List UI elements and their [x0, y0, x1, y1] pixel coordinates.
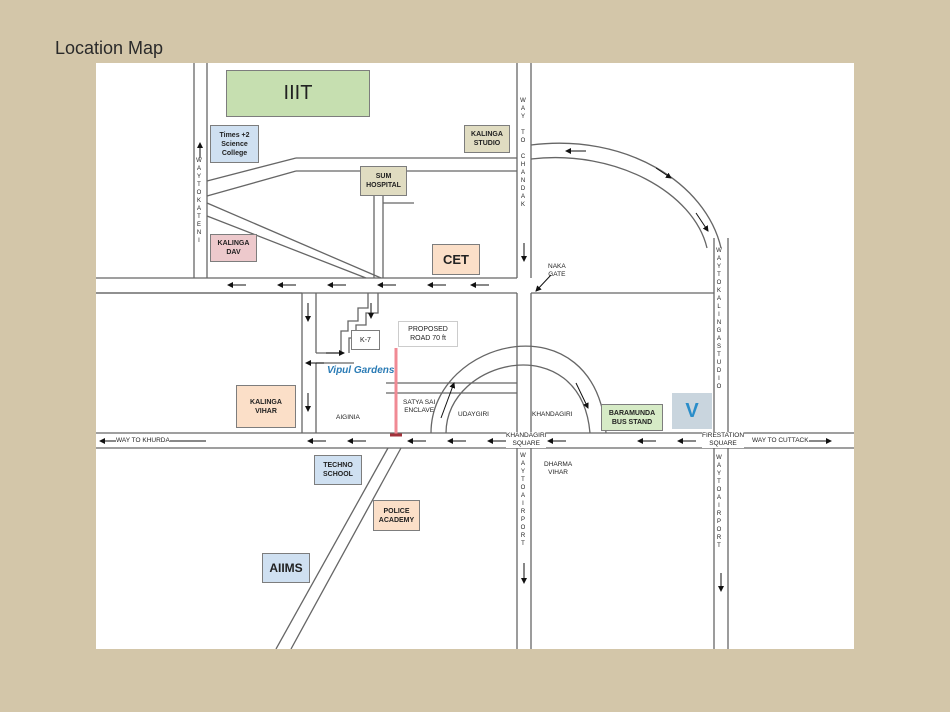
way-to-airport-label-1: WAYTOAIRPORT — [520, 453, 526, 549]
cet-box: CET — [432, 244, 480, 275]
khandagiri-label: KHANDAGIRI — [532, 411, 573, 418]
v-logo: V — [672, 393, 712, 429]
kalinga-vihar-box: KALINGA VIHAR — [236, 385, 296, 428]
times-science-college-box: Times +2 Science College — [210, 125, 259, 163]
khandagiri-square-label: KHANDAGIRI SQUARE — [506, 432, 547, 448]
proposed-road-box: PROPOSED ROAD 70 ft — [398, 321, 458, 347]
techno-school-box: TECHNO SCHOOL — [314, 455, 362, 485]
firestation-square-label: FIRESTATION SQUARE — [702, 432, 745, 448]
way-to-cuttack-label: WAY TO CUTTACK — [752, 437, 809, 445]
way-to-chandak-label: WAY TO CHANDAK — [520, 98, 526, 210]
satya-sai-label: SATYA SAI ENCLAVE — [403, 399, 436, 414]
road-network — [96, 63, 854, 649]
aiginia-label: AIGINIA — [336, 414, 360, 421]
udaygiri-label: UDAYGIRI — [458, 411, 489, 418]
baramunda-bus-stand-box: BARAMUNDA BUS STAND — [601, 404, 663, 431]
way-to-khurda-label: WAY TO KHURDA — [116, 437, 170, 445]
way-to-kateni-label: WAYTOKATENI — [196, 158, 202, 246]
way-to-kalinga-studio-label: WAYTOKALINGASTUDIO — [716, 248, 722, 392]
vipul-gardens-logo: Vipul Gardens — [327, 365, 395, 376]
police-academy-box: POLICE ACADEMY — [373, 500, 420, 531]
location-map: IIIT Times +2 Science College KALINGA ST… — [96, 63, 854, 649]
aiims-box: AIIMS — [262, 553, 310, 583]
page-title: Location Map — [55, 38, 164, 58]
way-to-airport-label-2: WAYTOAIRPORT — [716, 455, 722, 551]
naka-gate-label: NAKA GATE — [548, 263, 566, 278]
kalinga-dav-box: KALINGA DAV — [210, 234, 257, 262]
dharma-vihar-label: DHARMA VIHAR — [544, 461, 573, 476]
kalinga-studio-box: KALINGA STUDIO — [464, 125, 510, 153]
sum-hospital-box: SUM HOSPITAL — [360, 166, 407, 196]
iiit-box: IIIT — [226, 70, 370, 117]
k7-box: K-7 — [351, 330, 380, 350]
v-logo-text: V — [685, 399, 699, 422]
